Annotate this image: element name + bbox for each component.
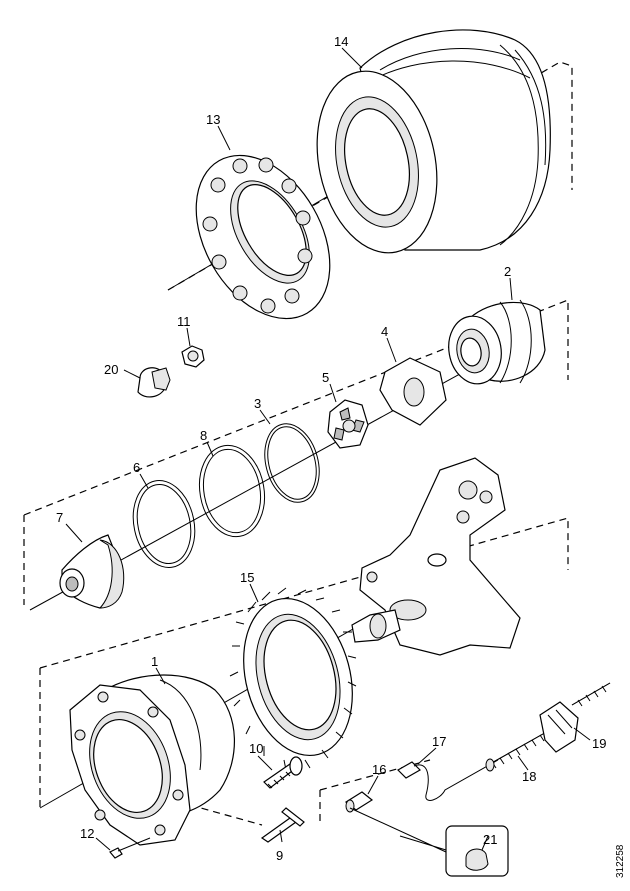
callout-8: 8 xyxy=(200,428,207,443)
callout-14: 14 xyxy=(334,34,348,49)
callout-17: 17 xyxy=(432,734,446,749)
snap-ring xyxy=(198,444,266,538)
t-bolt xyxy=(260,807,305,843)
lock-washer xyxy=(379,357,447,426)
callout-9: 9 xyxy=(276,848,283,863)
group-frame-sensor xyxy=(319,759,431,825)
sensor-sleeve xyxy=(344,791,374,813)
wheel-stud xyxy=(263,756,303,789)
abs-tone-ring xyxy=(229,587,357,771)
callout-5: 5 xyxy=(322,370,329,385)
castle-nut xyxy=(327,399,369,449)
abs-sensor xyxy=(397,759,499,801)
abs-cable xyxy=(485,729,551,772)
o-ring xyxy=(132,480,196,568)
callout-11: 11 xyxy=(177,314,191,329)
group-frame-top xyxy=(167,61,573,291)
callout-3: 3 xyxy=(254,396,261,411)
callout-10: 10 xyxy=(249,741,263,756)
document-number: 312258 xyxy=(615,844,626,878)
callout-19: 19 xyxy=(592,736,606,751)
cap-nut xyxy=(137,367,171,398)
retaining-ring-small xyxy=(264,423,320,503)
wheel-hub xyxy=(69,674,236,846)
wheel-flange-ring xyxy=(195,154,331,320)
callout-20: 20 xyxy=(104,362,118,377)
wheel-nut xyxy=(181,345,205,368)
screw xyxy=(109,837,151,859)
callout-4: 4 xyxy=(381,324,388,339)
steering-knuckle xyxy=(351,457,521,656)
callout-18: 18 xyxy=(522,769,536,784)
callout-7: 7 xyxy=(56,510,63,525)
brake-drum xyxy=(316,29,551,254)
callout-6: 6 xyxy=(133,460,140,475)
callout-13: 13 xyxy=(206,112,220,127)
abs-connector xyxy=(539,682,611,753)
leader-lines xyxy=(65,47,591,851)
callout-labels: 14 13 2 4 11 5 20 3 8 6 7 15 1 10 17 19 … xyxy=(56,34,606,863)
hub-cap xyxy=(59,534,125,609)
callout-21: 21 xyxy=(483,832,497,847)
callout-15: 15 xyxy=(240,570,254,585)
group-frame-middle xyxy=(23,299,569,605)
callout-16: 16 xyxy=(372,762,386,777)
hub-bearing xyxy=(448,299,546,385)
callout-12: 12 xyxy=(80,826,94,841)
callout-2: 2 xyxy=(504,264,511,279)
callout-1: 1 xyxy=(151,654,158,669)
inset-box xyxy=(349,807,509,877)
group-frame-bottom xyxy=(39,517,569,826)
